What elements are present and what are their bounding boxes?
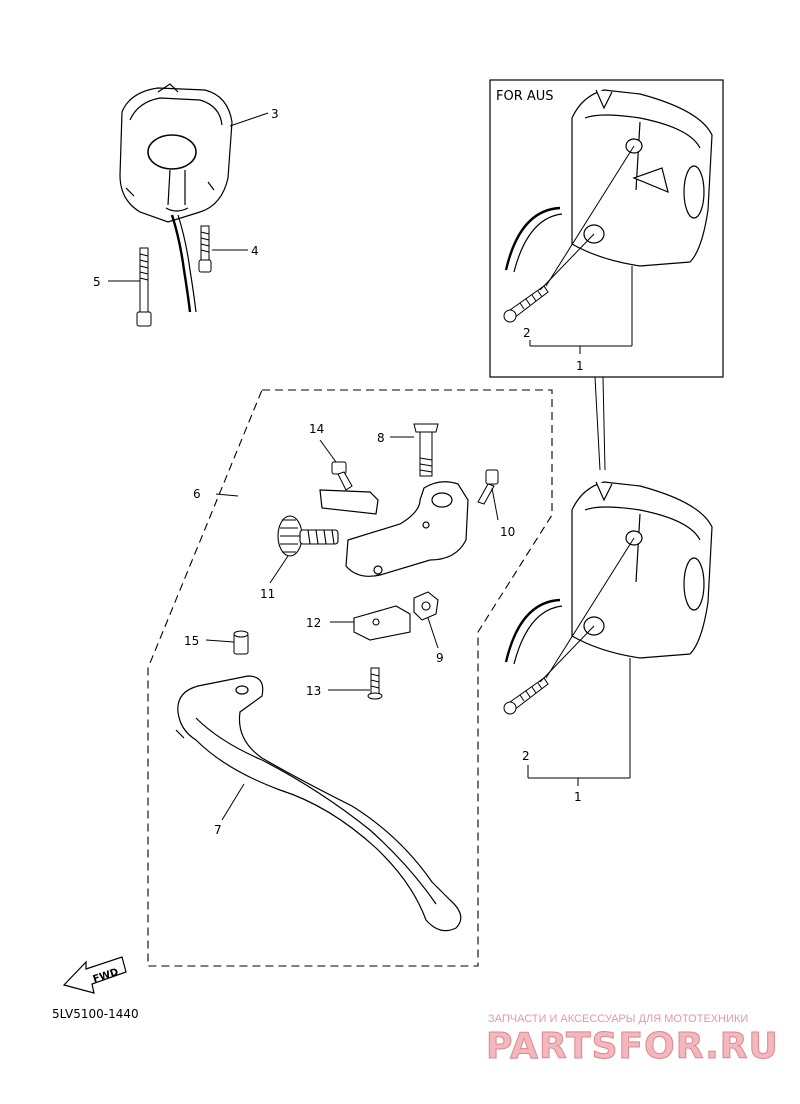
collar-15: [233, 630, 249, 655]
screw-13: [367, 667, 383, 700]
callout-2: 2: [522, 749, 530, 763]
screw-2-aus: [503, 285, 549, 323]
block-12: [353, 605, 411, 641]
screw-5: [136, 247, 152, 327]
for-aus-variant-box: [489, 79, 724, 378]
leader-lines-lower-right: [527, 537, 635, 786]
switch-housing-aus: [504, 89, 713, 273]
leader-lines-aus: [529, 145, 635, 354]
drawing-code: 5LV5100-1440: [52, 1007, 139, 1021]
callout-13: 13: [306, 684, 321, 698]
bolt-4: [198, 225, 212, 273]
fwd-arrow-icon: FWD: [62, 956, 127, 994]
callout-6: 6: [193, 487, 201, 501]
leader-lines-lever: [205, 436, 499, 821]
screw-2: [503, 677, 549, 715]
handlebar-switch-3: [119, 83, 233, 313]
lever-holder-bracket: [319, 481, 469, 577]
callout-7: 7: [214, 823, 222, 837]
screw-14: [331, 461, 353, 491]
watermark-brand: PARTSFOR.RU: [486, 1026, 779, 1067]
callout-8: 8: [377, 431, 385, 445]
nut-9: [413, 591, 439, 621]
lever-assembly-6-outline: [147, 389, 553, 967]
callout-3: 3: [271, 107, 279, 121]
for-aus-label: FOR AUS: [496, 89, 554, 104]
callout-9: 9: [436, 651, 444, 665]
switch-housing-1: [504, 481, 713, 665]
screw-10: [477, 469, 499, 505]
watermark-tagline: ЗАПЧАСТИ И АКСЕССУАРЫ ДЛЯ МОТОТЕХНИКИ: [488, 1013, 748, 1025]
bolt-8: [413, 423, 439, 477]
clutch-lever-7: [175, 675, 462, 932]
callout-14: 14: [309, 422, 324, 436]
callout-4: 4: [251, 244, 259, 258]
callout-5: 5: [93, 275, 101, 289]
callout-1: 1: [574, 790, 582, 804]
callout-2-aus: 2: [523, 326, 531, 340]
callout-1-aus: 1: [576, 359, 584, 373]
callout-15: 15: [184, 634, 199, 648]
callout-10: 10: [500, 525, 515, 539]
callout-11: 11: [260, 587, 275, 601]
box-connector-lines: [594, 376, 606, 471]
callout-12: 12: [306, 616, 321, 630]
leader-lines-top-left: [108, 112, 269, 282]
adjuster-11: [277, 515, 339, 557]
